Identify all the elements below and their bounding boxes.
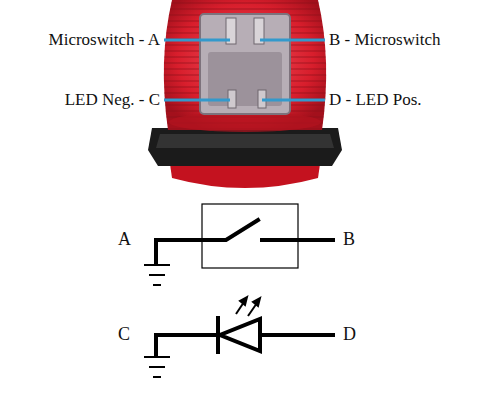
threaded-body (164, 0, 326, 130)
leader-line (262, 99, 325, 102)
nut-highlight (156, 134, 334, 148)
wire (156, 335, 218, 356)
wire (260, 333, 333, 337)
part-label: D - LED Pos. (329, 91, 422, 110)
microswitch-body (208, 52, 282, 106)
thread (164, 0, 326, 130)
diode-triangle (220, 319, 260, 351)
part-label: LED Neg. - C (65, 91, 160, 110)
leader-line (164, 39, 230, 42)
leader-lines (164, 40, 325, 100)
switch-symbol (156, 220, 333, 264)
leader-line (164, 99, 230, 102)
pin-name: D (343, 325, 356, 345)
nut (148, 128, 342, 166)
switch-box (202, 204, 298, 268)
part-label: B - Microswitch (329, 31, 440, 50)
ground-symbol (144, 357, 170, 377)
led-symbol (156, 318, 333, 356)
leader-line (260, 39, 325, 42)
pin-name: C (118, 325, 130, 345)
wire (156, 220, 258, 264)
light-arrows (236, 297, 260, 316)
pin-name: B (343, 230, 355, 250)
ground-symbol (144, 265, 170, 285)
pin-name: A (118, 230, 131, 250)
part-label: Microswitch - A (49, 31, 160, 50)
